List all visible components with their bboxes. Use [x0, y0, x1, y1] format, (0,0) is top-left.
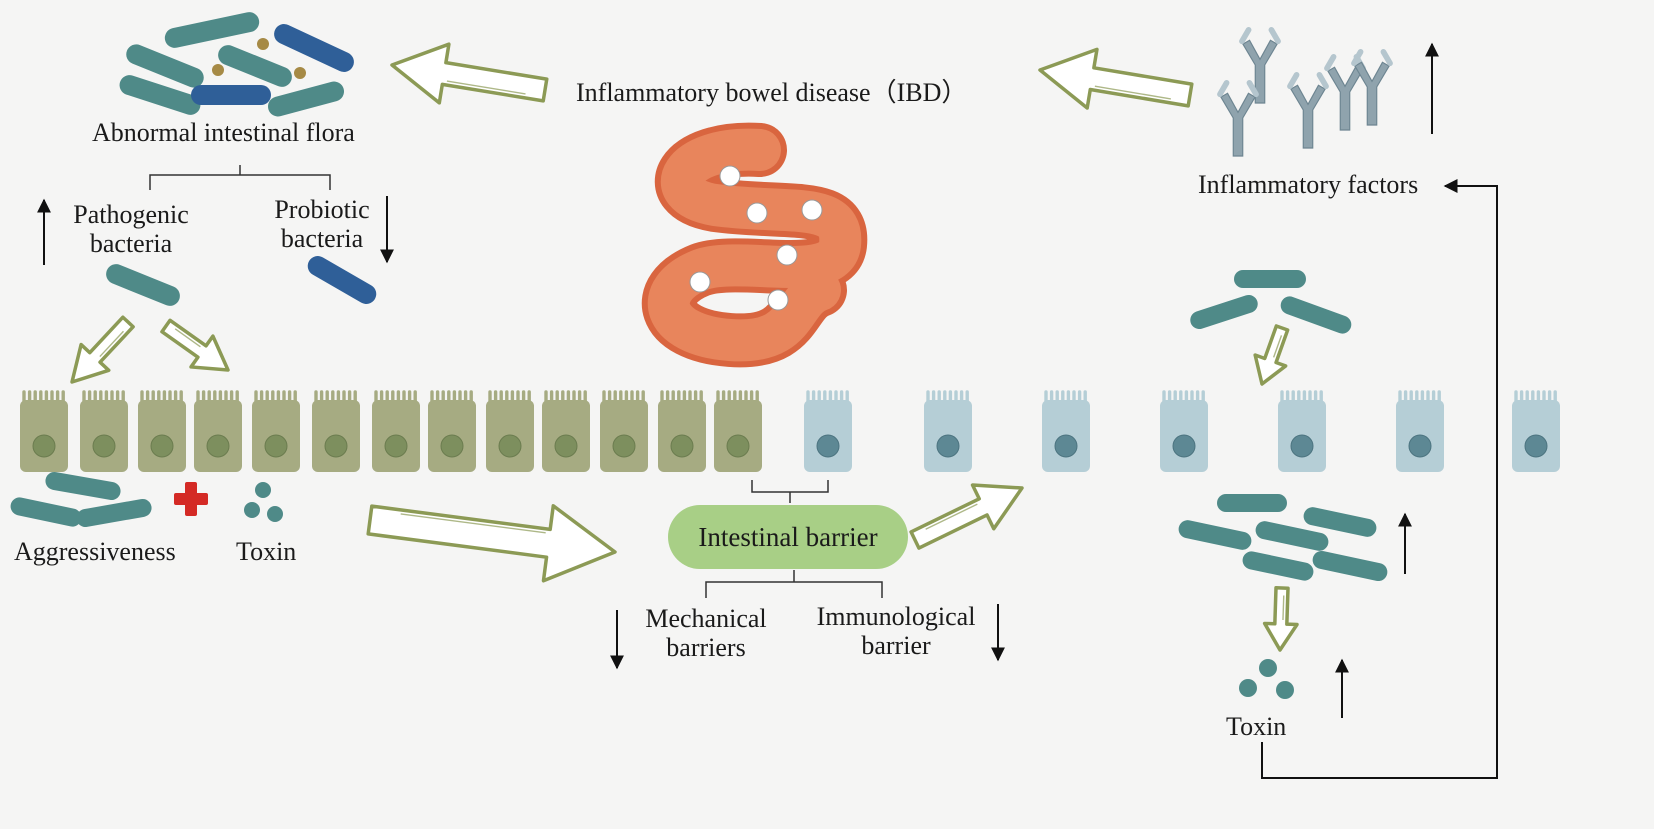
immune-cell — [767, 289, 789, 311]
bacterium-rod — [1190, 294, 1258, 330]
aggressiveness-label: Aggressiveness — [14, 537, 176, 566]
toxin-dot — [244, 502, 260, 518]
damaged-cell — [1396, 390, 1444, 472]
pathogenic-bacteria-label: Pathogenic bacteria — [73, 200, 189, 259]
bacterium-rod — [119, 75, 201, 115]
misc-shapes — [37, 26, 1498, 779]
healthy-cell — [428, 390, 476, 472]
barrier-top-bracket — [751, 480, 829, 503]
hollow-arrow-pathogen-right — [160, 318, 230, 372]
antibody-icon — [1351, 48, 1393, 126]
healthy-cell — [372, 390, 420, 472]
toxin-dot — [1276, 681, 1294, 699]
hollow-arrow-pathogen-left — [70, 315, 135, 384]
abnormal-flora-label: Abnormal intestinal flora — [92, 118, 355, 147]
immunological-barrier-label: Immunological barrier — [816, 602, 976, 661]
toxin-right-label: Toxin — [1226, 712, 1287, 741]
bacteria-group — [10, 12, 1388, 699]
hollow-arrow-to-barrier — [366, 504, 617, 583]
diagram-title: Inflammatory bowel disease（IBD） — [576, 78, 968, 107]
healthy-cell — [486, 390, 534, 472]
bacterium-rod — [274, 24, 354, 72]
bacterium-rod — [45, 471, 121, 501]
bacterium-rod — [164, 12, 260, 48]
pathogenic-bacterium — [106, 264, 180, 306]
intestinal-barrier-pill: Intestinal barrier — [668, 505, 908, 569]
bacterium-rod — [126, 44, 204, 88]
bacterium-rod — [1303, 507, 1377, 537]
bacterium-rod — [1280, 296, 1352, 334]
brown-dot — [294, 67, 306, 79]
damaged-cell — [924, 390, 972, 472]
healthy-cell — [600, 390, 648, 472]
immune-cell — [801, 199, 823, 221]
feedback-loop-arrow — [1261, 179, 1498, 779]
healthy-cell — [252, 390, 300, 472]
intestine-icon — [641, 122, 868, 368]
bacterium-rod — [1312, 550, 1388, 582]
probiotic-bacteria-label: Probiotic bacteria — [274, 195, 370, 254]
antibody-icon — [1239, 26, 1281, 104]
damaged-cell — [1160, 390, 1208, 472]
healthy-cell — [658, 390, 706, 472]
mechanical-barriers-label: Mechanical barriers — [645, 604, 767, 663]
damaged-cell — [1512, 390, 1560, 472]
toxin-dot — [1259, 659, 1277, 677]
brown-dot — [212, 64, 224, 76]
toxin-dot — [267, 506, 283, 522]
damaged-cell — [1042, 390, 1090, 472]
bacterium-rod — [1242, 551, 1314, 581]
healthy-cell — [714, 390, 762, 472]
healthy-cell — [138, 390, 186, 472]
bacterium-rod — [76, 498, 152, 528]
hollow-arrow-down-toxin — [1262, 586, 1299, 652]
toxin-dot — [1239, 679, 1257, 697]
bacterium-rod — [10, 497, 82, 527]
damaged-cell — [1278, 390, 1326, 472]
bacterium-rod — [1255, 521, 1329, 551]
barrier-bottom-bracket — [705, 570, 883, 598]
red-cross-icon — [174, 482, 208, 516]
healthy-cell — [20, 390, 68, 472]
healthy-cell — [542, 390, 590, 472]
toxin-dot — [255, 482, 271, 498]
hollow-arrows — [70, 42, 1299, 652]
immune-cell — [776, 244, 798, 266]
hollow-arrow-to-ibd — [1038, 47, 1194, 110]
immune-cell — [719, 165, 741, 187]
immune-cell — [746, 202, 768, 224]
probiotic-bacterium — [307, 256, 377, 304]
healthy-cell — [194, 390, 242, 472]
brown-dot — [257, 38, 269, 50]
healthy-cell — [80, 390, 128, 472]
immune-cell — [689, 271, 711, 293]
antibody-icon — [1287, 71, 1329, 149]
damaged-cell — [804, 390, 852, 472]
epithelial-layer — [20, 390, 1560, 472]
toxin-left-label: Toxin — [236, 537, 297, 566]
hollow-arrow-down-cells — [1253, 324, 1290, 386]
hollow-arrow-to-flora — [390, 42, 549, 105]
healthy-cell — [312, 390, 360, 472]
bacterium-rod — [1178, 520, 1252, 550]
bacterium-rod — [267, 81, 345, 117]
flora-bracket — [149, 165, 331, 190]
inflammatory-factors-label: Inflammatory factors — [1198, 170, 1419, 199]
antibody-icon — [1217, 79, 1259, 157]
bacterium-rod — [218, 45, 292, 87]
hollow-arrow-barrier-right — [909, 483, 1024, 550]
